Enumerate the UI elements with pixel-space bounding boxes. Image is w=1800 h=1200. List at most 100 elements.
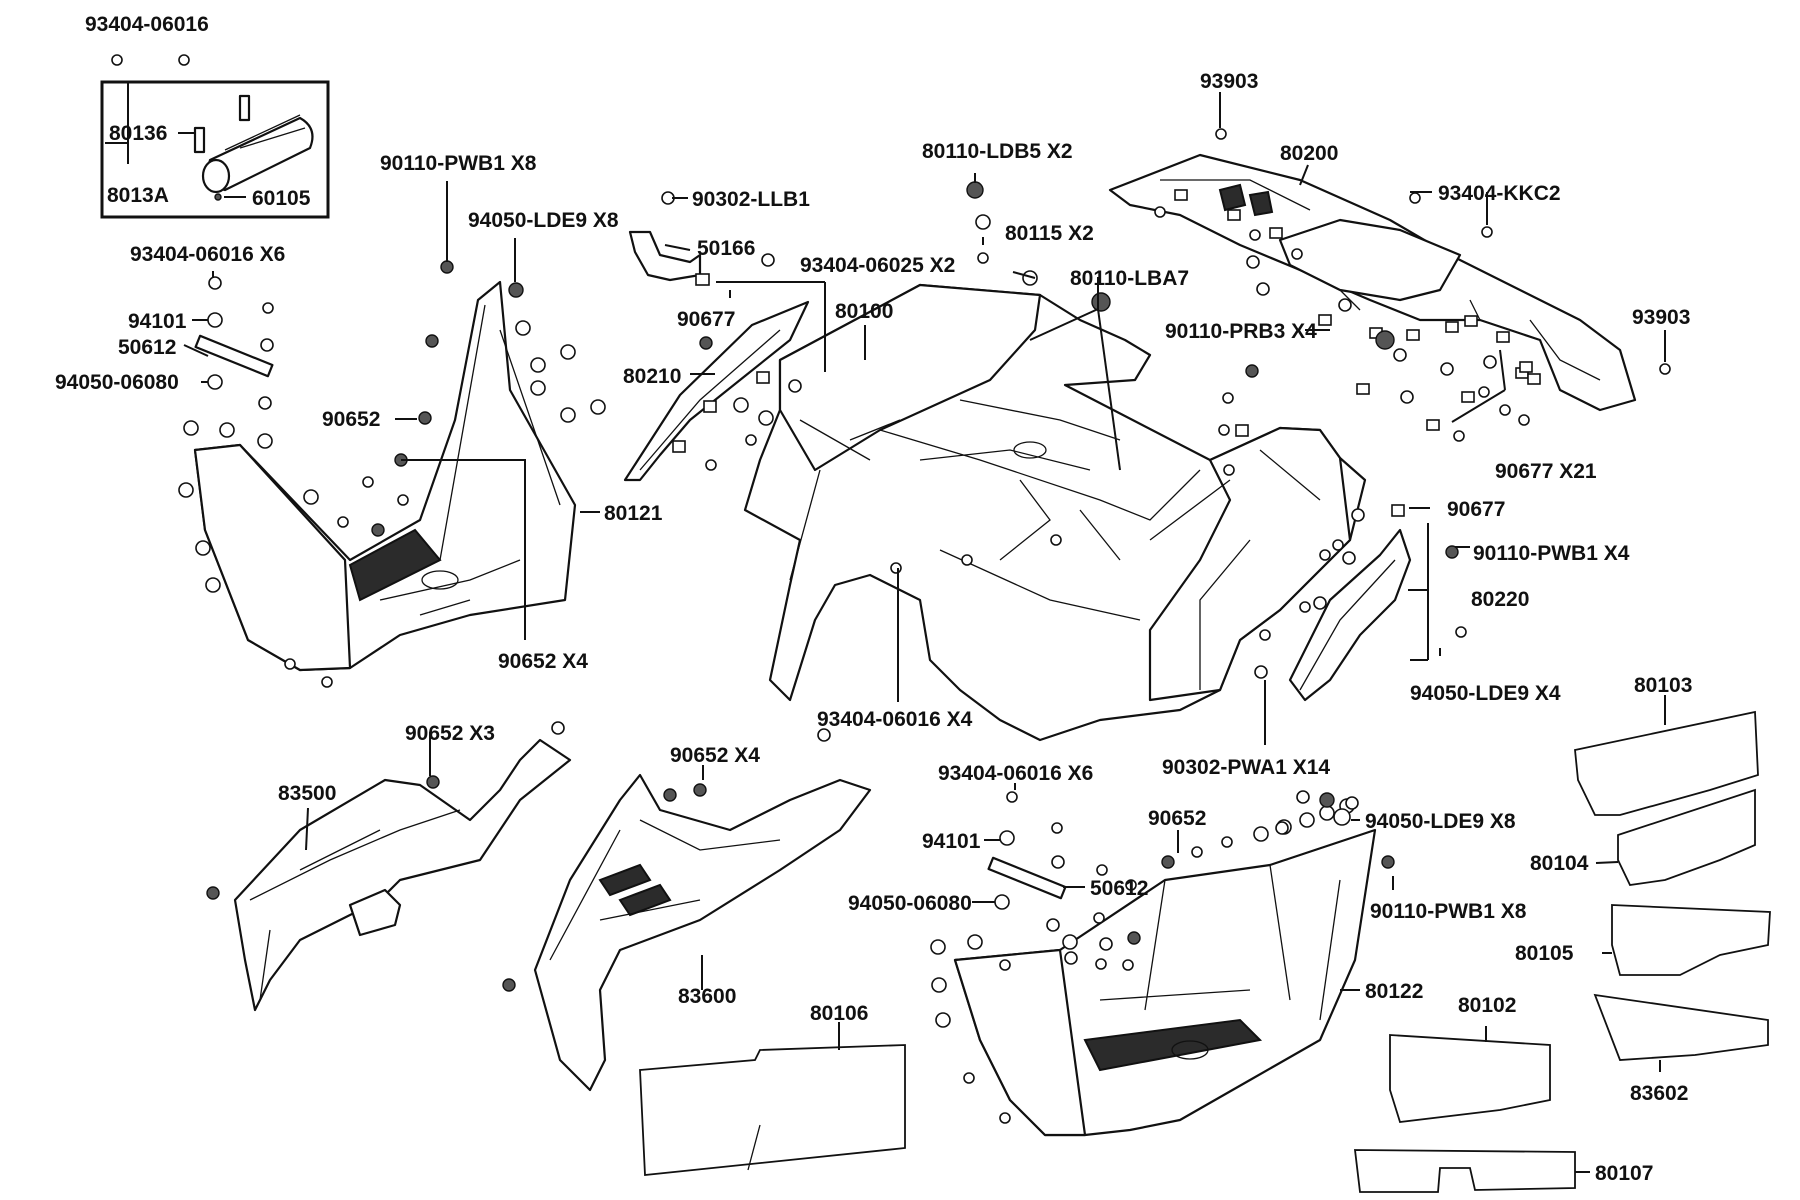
nut-icon	[178, 482, 194, 498]
small-pin-icon	[214, 193, 222, 201]
bolt-icon	[111, 54, 123, 66]
label-80104: 80104	[1530, 852, 1589, 875]
clip-icon	[756, 371, 770, 384]
label-90110-pwb1-x8-a: 90110-PWB1 X8	[380, 152, 537, 175]
nut-icon	[1062, 934, 1078, 950]
left-footwell-detail	[379, 304, 561, 616]
bolt-icon	[1393, 348, 1407, 362]
label-80210: 80210	[623, 365, 681, 388]
nut-icon	[530, 380, 546, 396]
bolt-icon	[502, 978, 516, 992]
clip-icon	[1318, 314, 1332, 326]
bolt-icon	[1249, 229, 1261, 241]
bolt-icon	[321, 676, 333, 688]
bolt-icon	[1006, 791, 1018, 803]
nut-icon	[205, 577, 221, 593]
label-90110-pwb1-x8-b: 90110-PWB1 X8	[1370, 900, 1527, 923]
label-50612-b: 50612	[1090, 877, 1148, 900]
label-80105: 80105	[1515, 942, 1574, 965]
cover-80200-vents	[1218, 183, 1274, 217]
label-60105: 60105	[252, 187, 311, 210]
bolt-icon	[1409, 192, 1421, 204]
bolt-icon	[705, 459, 717, 471]
label-90110-pwb1-x4: 90110-PWB1 X4	[1473, 542, 1630, 565]
bolt-icon	[440, 260, 454, 274]
washer-icon	[1051, 855, 1065, 869]
nut-icon	[931, 977, 947, 993]
label-93404-06016-top: 93404-06016	[85, 13, 209, 36]
bolt-icon	[1659, 363, 1671, 375]
panel-83500-pad	[348, 888, 402, 937]
panel-83500-detail	[249, 809, 461, 1001]
part-83600-side-panel	[533, 773, 872, 1092]
right-footwell-side-panel	[953, 948, 1087, 1137]
clip-icon	[1496, 331, 1510, 343]
nut-icon	[733, 397, 749, 413]
cover-80200-detail	[1160, 179, 1601, 381]
clip-icon	[1174, 189, 1188, 201]
bolt-icon	[1518, 414, 1530, 426]
nut-icon	[1046, 918, 1060, 932]
part-80122-right-footwell	[953, 828, 1377, 1137]
bolt-icon	[1478, 386, 1490, 398]
label-93404-kkc2: 93404-KKC2	[1438, 182, 1561, 205]
fender-80100-center	[879, 399, 1201, 621]
kit-box-frame	[100, 80, 330, 219]
nut-icon	[994, 894, 1010, 910]
bolt-icon	[418, 411, 432, 425]
fender-80100-hole	[1013, 441, 1047, 459]
plate-50612-right	[987, 856, 1067, 900]
bolt-icon	[1483, 355, 1497, 369]
bolt-icon	[999, 1112, 1011, 1124]
bolt-icon	[1338, 298, 1352, 312]
washer-icon	[260, 338, 274, 352]
nut-icon	[1319, 805, 1335, 821]
label-8013A: 8013A	[107, 184, 169, 207]
label-83602: 83602	[1630, 1082, 1688, 1105]
nut-icon	[1319, 792, 1335, 808]
nut-icon	[303, 489, 319, 505]
bolt-icon	[1445, 545, 1459, 559]
label-80200: 80200	[1280, 142, 1338, 165]
bolt-icon	[1222, 392, 1234, 404]
nut-icon	[590, 399, 606, 415]
right-footwell-hole	[1171, 1040, 1209, 1060]
bolt-icon	[890, 562, 902, 574]
bolt-icon	[1332, 539, 1344, 551]
nut-icon	[560, 344, 576, 360]
label-94050-06080-a: 94050-06080	[55, 371, 179, 394]
bolt-icon	[761, 253, 775, 267]
bolt-icon	[371, 523, 385, 537]
bracket-50166-body	[628, 230, 702, 282]
bolt-icon	[963, 1072, 975, 1084]
label-80102: 80102	[1458, 994, 1516, 1017]
clip-icon	[695, 273, 710, 286]
washer-icon	[207, 312, 223, 328]
part-80210-left-bracket	[623, 300, 810, 482]
part-83500-side-panel	[233, 738, 572, 1012]
bolt-icon	[699, 336, 713, 350]
sheet-80105	[1611, 904, 1771, 976]
bolt-icon	[745, 434, 757, 446]
nut-icon	[183, 420, 199, 436]
bracket-80220-detail	[1299, 559, 1396, 691]
label-93404-06016-x6-b: 93404-06016 X6	[938, 762, 1093, 785]
nut-icon	[966, 181, 984, 199]
bolt-icon	[1254, 665, 1268, 679]
bracket-80210-detail	[639, 329, 781, 471]
bolt-icon	[1093, 912, 1105, 924]
label-90652-a: 90652	[322, 408, 380, 431]
nut-icon	[207, 374, 223, 390]
clip-icon	[1227, 209, 1241, 221]
left-footwell-side-panel	[193, 443, 352, 672]
clip-icon	[1235, 424, 1249, 437]
sheet-80107	[1353, 1149, 1576, 1193]
clip-icon	[1461, 391, 1475, 403]
bracket-80210-body	[623, 300, 810, 482]
bolt-icon	[1291, 248, 1303, 260]
bolt-icon	[961, 554, 973, 566]
bolt-icon	[1095, 958, 1107, 970]
nut-icon	[935, 1012, 951, 1028]
bolt-icon	[663, 788, 677, 802]
clip-icon	[672, 440, 686, 453]
